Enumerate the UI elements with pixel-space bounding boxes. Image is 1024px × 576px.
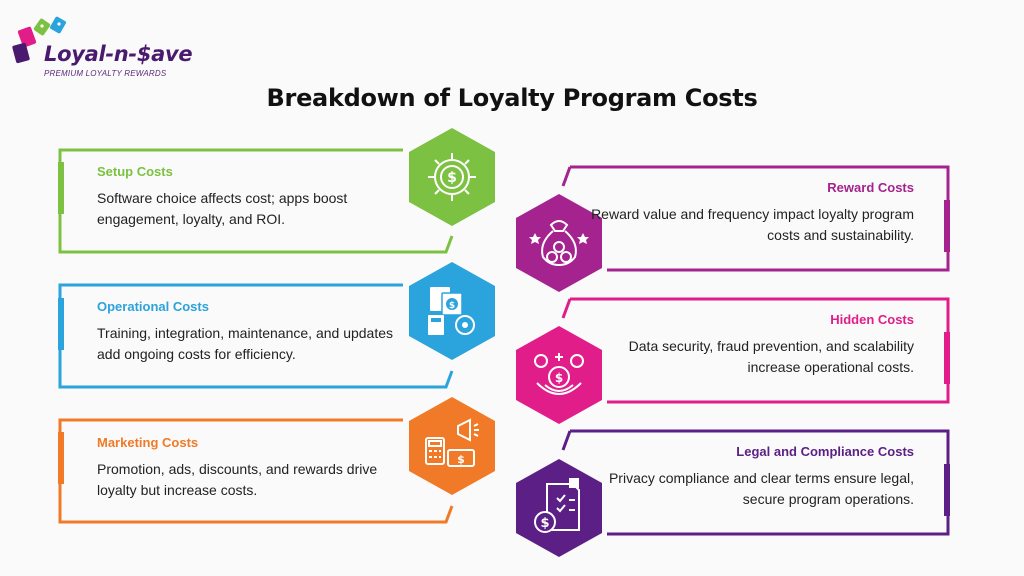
svg-text:$: $	[555, 371, 563, 385]
page-title: Breakdown of Loyalty Program Costs	[266, 84, 758, 112]
card-description: Data security, fraud prevention, and sca…	[628, 338, 914, 375]
card-description: Promotion, ads, discounts, and rewards d…	[97, 461, 378, 498]
calculator-gear-icon: $	[428, 287, 475, 335]
document-check-icon: $	[534, 478, 580, 533]
svg-text:$: $	[447, 170, 457, 186]
brand-tagline: PREMIUM LOYALTY REWARDS	[44, 69, 167, 78]
frame-marketing-costs	[58, 418, 454, 524]
card-description: Training, integration, maintenance, and …	[97, 325, 394, 362]
brand-name: Loyal-n-$ave	[44, 42, 193, 66]
megaphone-price-icon: $	[425, 418, 479, 467]
frame-legal-costs	[561, 429, 950, 536]
svg-text:$: $	[449, 301, 455, 311]
eye-money-icon: $	[534, 353, 584, 395]
card-description: Reward value and frequency impact loyalt…	[591, 206, 914, 243]
card-heading: Operational Costs	[97, 299, 209, 314]
frame-hidden-costs	[561, 297, 950, 404]
hex-marketing	[409, 397, 495, 495]
hex-hidden	[516, 326, 602, 424]
card-description: Privacy compliance and clear terms ensur…	[608, 470, 914, 507]
hex-setup	[409, 128, 495, 226]
price-tags-icon	[12, 16, 66, 64]
frame-operational-costs	[58, 283, 454, 389]
card-heading: Legal and Compliance Costs	[736, 444, 914, 459]
frame-reward-costs	[561, 165, 950, 272]
svg-text:$: $	[457, 453, 465, 466]
card-description: Software choice affects cost; apps boost…	[97, 190, 348, 227]
gear-dollar-icon: $	[428, 153, 476, 201]
card-heading: Hidden Costs	[830, 312, 914, 327]
card-heading: Setup Costs	[97, 164, 173, 179]
svg-text:$: $	[540, 516, 549, 531]
frame-setup-costs	[58, 148, 454, 254]
card-heading: Marketing Costs	[97, 435, 199, 450]
brand-logo: Loyal-n-$ave PREMIUM LOYALTY REWARDS	[12, 14, 202, 84]
money-bag-icon	[529, 220, 589, 267]
card-heading: Reward Costs	[827, 180, 914, 195]
hex-legal	[516, 459, 602, 557]
